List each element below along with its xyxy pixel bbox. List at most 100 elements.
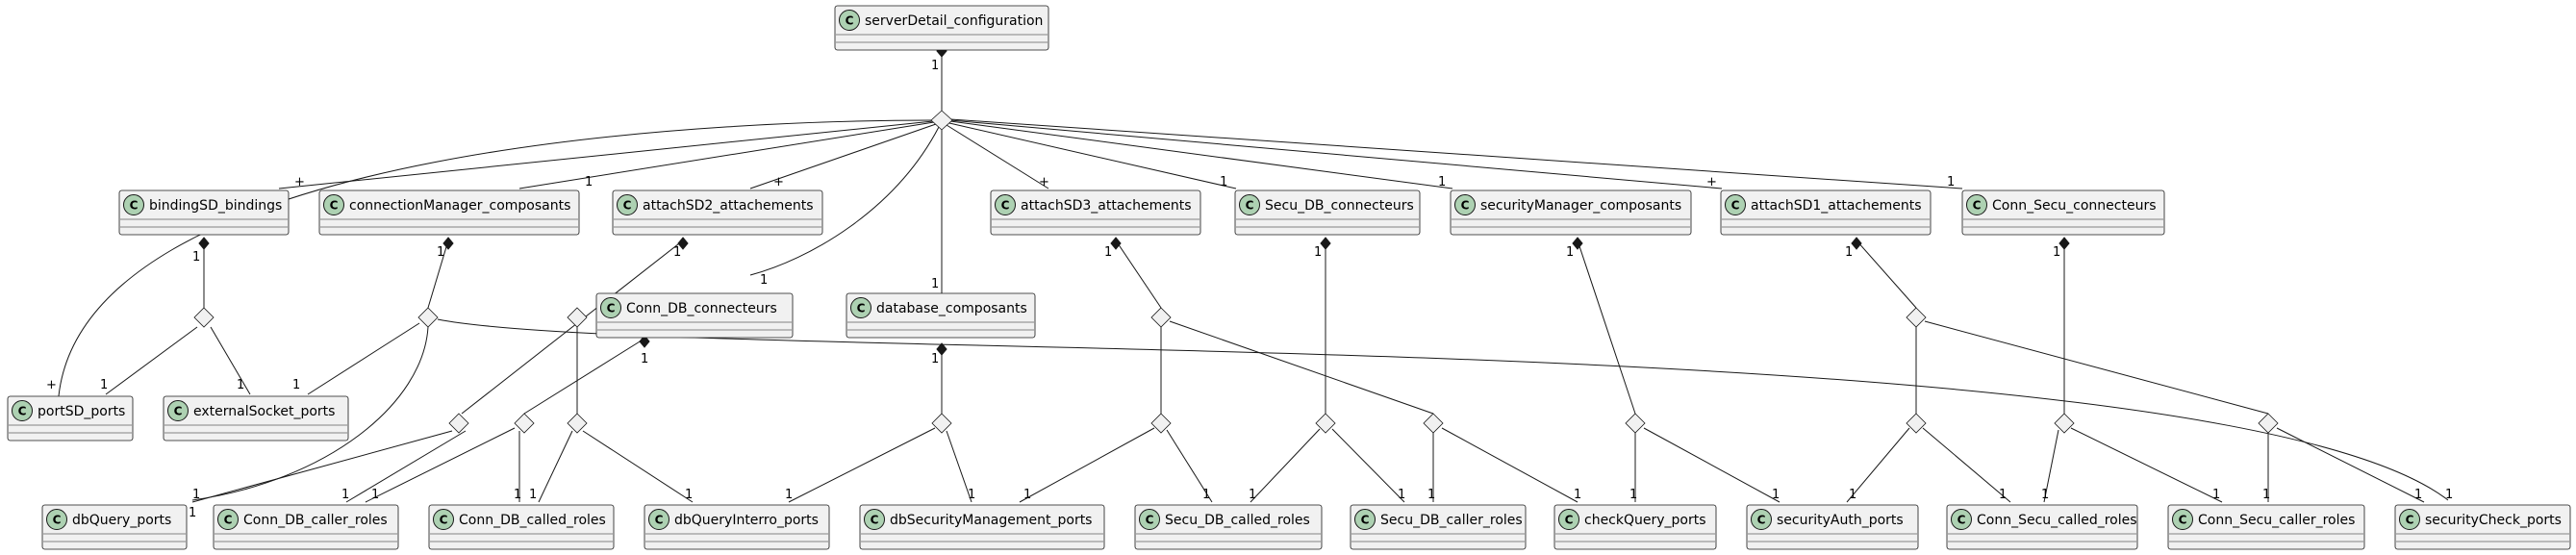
edge-ConnDB-d: [523, 338, 645, 415]
class-Secu_DB_connecteurs: C Secu_DB_connecteurs: [1234, 189, 1421, 236]
class-name: Conn_Secu_connecteurs: [1992, 198, 2157, 214]
mult-label: 1: [2212, 488, 2220, 502]
mult-label: 1: [1023, 488, 1031, 502]
comp-connectionManager: [442, 237, 454, 250]
mult-label: 1: [2262, 488, 2270, 502]
diamond-attachSD2-b: [567, 307, 588, 328]
class-box: [163, 395, 349, 441]
edge-a3d1-SecuDBcalled: [1166, 429, 1213, 503]
edge-hub-securityManager: [949, 120, 1453, 189]
class-stereotype-letter: C: [1757, 514, 1766, 527]
class-stereotype-icon: [46, 509, 67, 530]
class-name: attachSD2_attachements: [643, 198, 814, 214]
composition-markers: [198, 44, 2070, 356]
edge-dbd-dbQueryInterro: [788, 427, 936, 503]
class-stereotype-letter: C: [1731, 199, 1740, 213]
edge-a3d2-checkQuery: [1441, 427, 1578, 503]
class-box: [428, 504, 615, 550]
class-stereotype-letter: C: [1461, 199, 1470, 213]
class-stereotype-icon: [167, 400, 189, 421]
class-name: securityCheck_ports: [2425, 513, 2562, 528]
class-stereotype-icon: [1951, 509, 1972, 530]
class-stereotype-icon: [1751, 509, 1772, 530]
class-stereotype-icon: [2172, 509, 2193, 530]
class-name: dbQueryInterro_ports: [674, 513, 819, 528]
class-stereotype-letter: C: [18, 405, 27, 418]
mult-label: 1: [641, 352, 648, 366]
class-box: [41, 504, 188, 550]
class-name: dbQuery_ports: [72, 513, 171, 528]
edge-a3d-d2: [1169, 320, 1434, 415]
class-box: [1450, 189, 1692, 236]
comp-securityManager: [1572, 237, 1583, 250]
edge-hub-connectionManager: [518, 121, 935, 189]
edge-cdbd-ConnDBcaller: [365, 427, 516, 503]
mult-label: 1: [2414, 488, 2422, 502]
mult-label: 1: [192, 488, 200, 502]
edge-a1d-d2: [1924, 320, 2269, 415]
class-stereotype-icon: [1558, 509, 1579, 530]
mult-label: 1: [1220, 175, 1227, 189]
class-name: Secu_DB_called_roles: [1165, 513, 1310, 528]
mult-label: 1: [931, 59, 939, 73]
class-box: [834, 5, 1049, 51]
class-stereotype-icon: [1966, 194, 1987, 215]
mult-label: 1: [1398, 488, 1405, 502]
comp-ConnDB: [639, 335, 650, 348]
class-stereotype-icon: [995, 194, 1016, 215]
class-name: Secu_DB_caller_roles: [1380, 513, 1523, 528]
edge-a3d1-dbSecurity: [1019, 427, 1155, 503]
class-stereotype-icon: [1454, 194, 1476, 215]
class-name: checkQuery_ports: [1584, 513, 1706, 528]
edge-dbd-dbSecurity: [946, 430, 972, 503]
mult-label: 1: [1629, 488, 1637, 502]
class-stereotype-letter: C: [1973, 199, 1982, 213]
mult-label: 1: [673, 245, 681, 260]
edge-cmd-dbQuery: [191, 326, 429, 501]
mult-label: 1: [1849, 488, 1856, 502]
class-Conn_Secu_connecteurs: C Conn_Secu_connecteurs: [1961, 189, 2165, 236]
mult-label: 1: [1104, 245, 1112, 260]
class-box: [846, 292, 1036, 339]
mult-label: +: [46, 378, 57, 392]
class-name: externalSocket_ports: [193, 404, 335, 419]
comp-attachSD1: [1851, 237, 1862, 250]
mult-label: 1: [685, 488, 693, 502]
class-stereotype-letter: C: [871, 514, 879, 527]
class-name: securityAuth_ports: [1777, 513, 1904, 528]
class-stereotype-icon: [600, 297, 621, 318]
edge-smd-securityAuth: [1643, 427, 1780, 503]
diamond-bindingSD: [193, 307, 215, 328]
mult-label: 1: [100, 378, 108, 392]
class-box: [859, 504, 1105, 550]
edge-attachSD1-d: [1856, 240, 1917, 309]
class-stereotype-letter: C: [174, 405, 183, 418]
mult-label: +: [294, 175, 305, 189]
edge-sdbd-SecuDBcalled: [1250, 428, 1321, 503]
edge-hub-ConnSecu: [949, 118, 1963, 189]
edge-hub-ConnDB: [749, 126, 940, 276]
class-box: [7, 395, 134, 441]
diamond-attachSD3-b: [1423, 413, 1444, 434]
class-stereotype-letter: C: [607, 302, 616, 315]
edge-a1d1-securityAuth: [1846, 427, 1910, 503]
class-box: [1134, 504, 1323, 550]
class-stereotype-icon: [217, 509, 239, 530]
class-stereotype-icon: [648, 509, 669, 530]
class-box: [2167, 504, 2365, 550]
mult-label: 1: [1314, 245, 1322, 260]
mult-label: 1: [1947, 175, 1955, 189]
mult-label: 1: [931, 277, 939, 291]
edge-attachSD3-d: [1115, 240, 1162, 309]
mult-label: +: [1706, 175, 1717, 189]
class-stereotype-letter: C: [1246, 199, 1254, 213]
class-stereotype-letter: C: [857, 302, 866, 315]
mult-label: 1: [514, 488, 521, 502]
class-name: Secu_DB_connecteurs: [1265, 198, 1414, 214]
